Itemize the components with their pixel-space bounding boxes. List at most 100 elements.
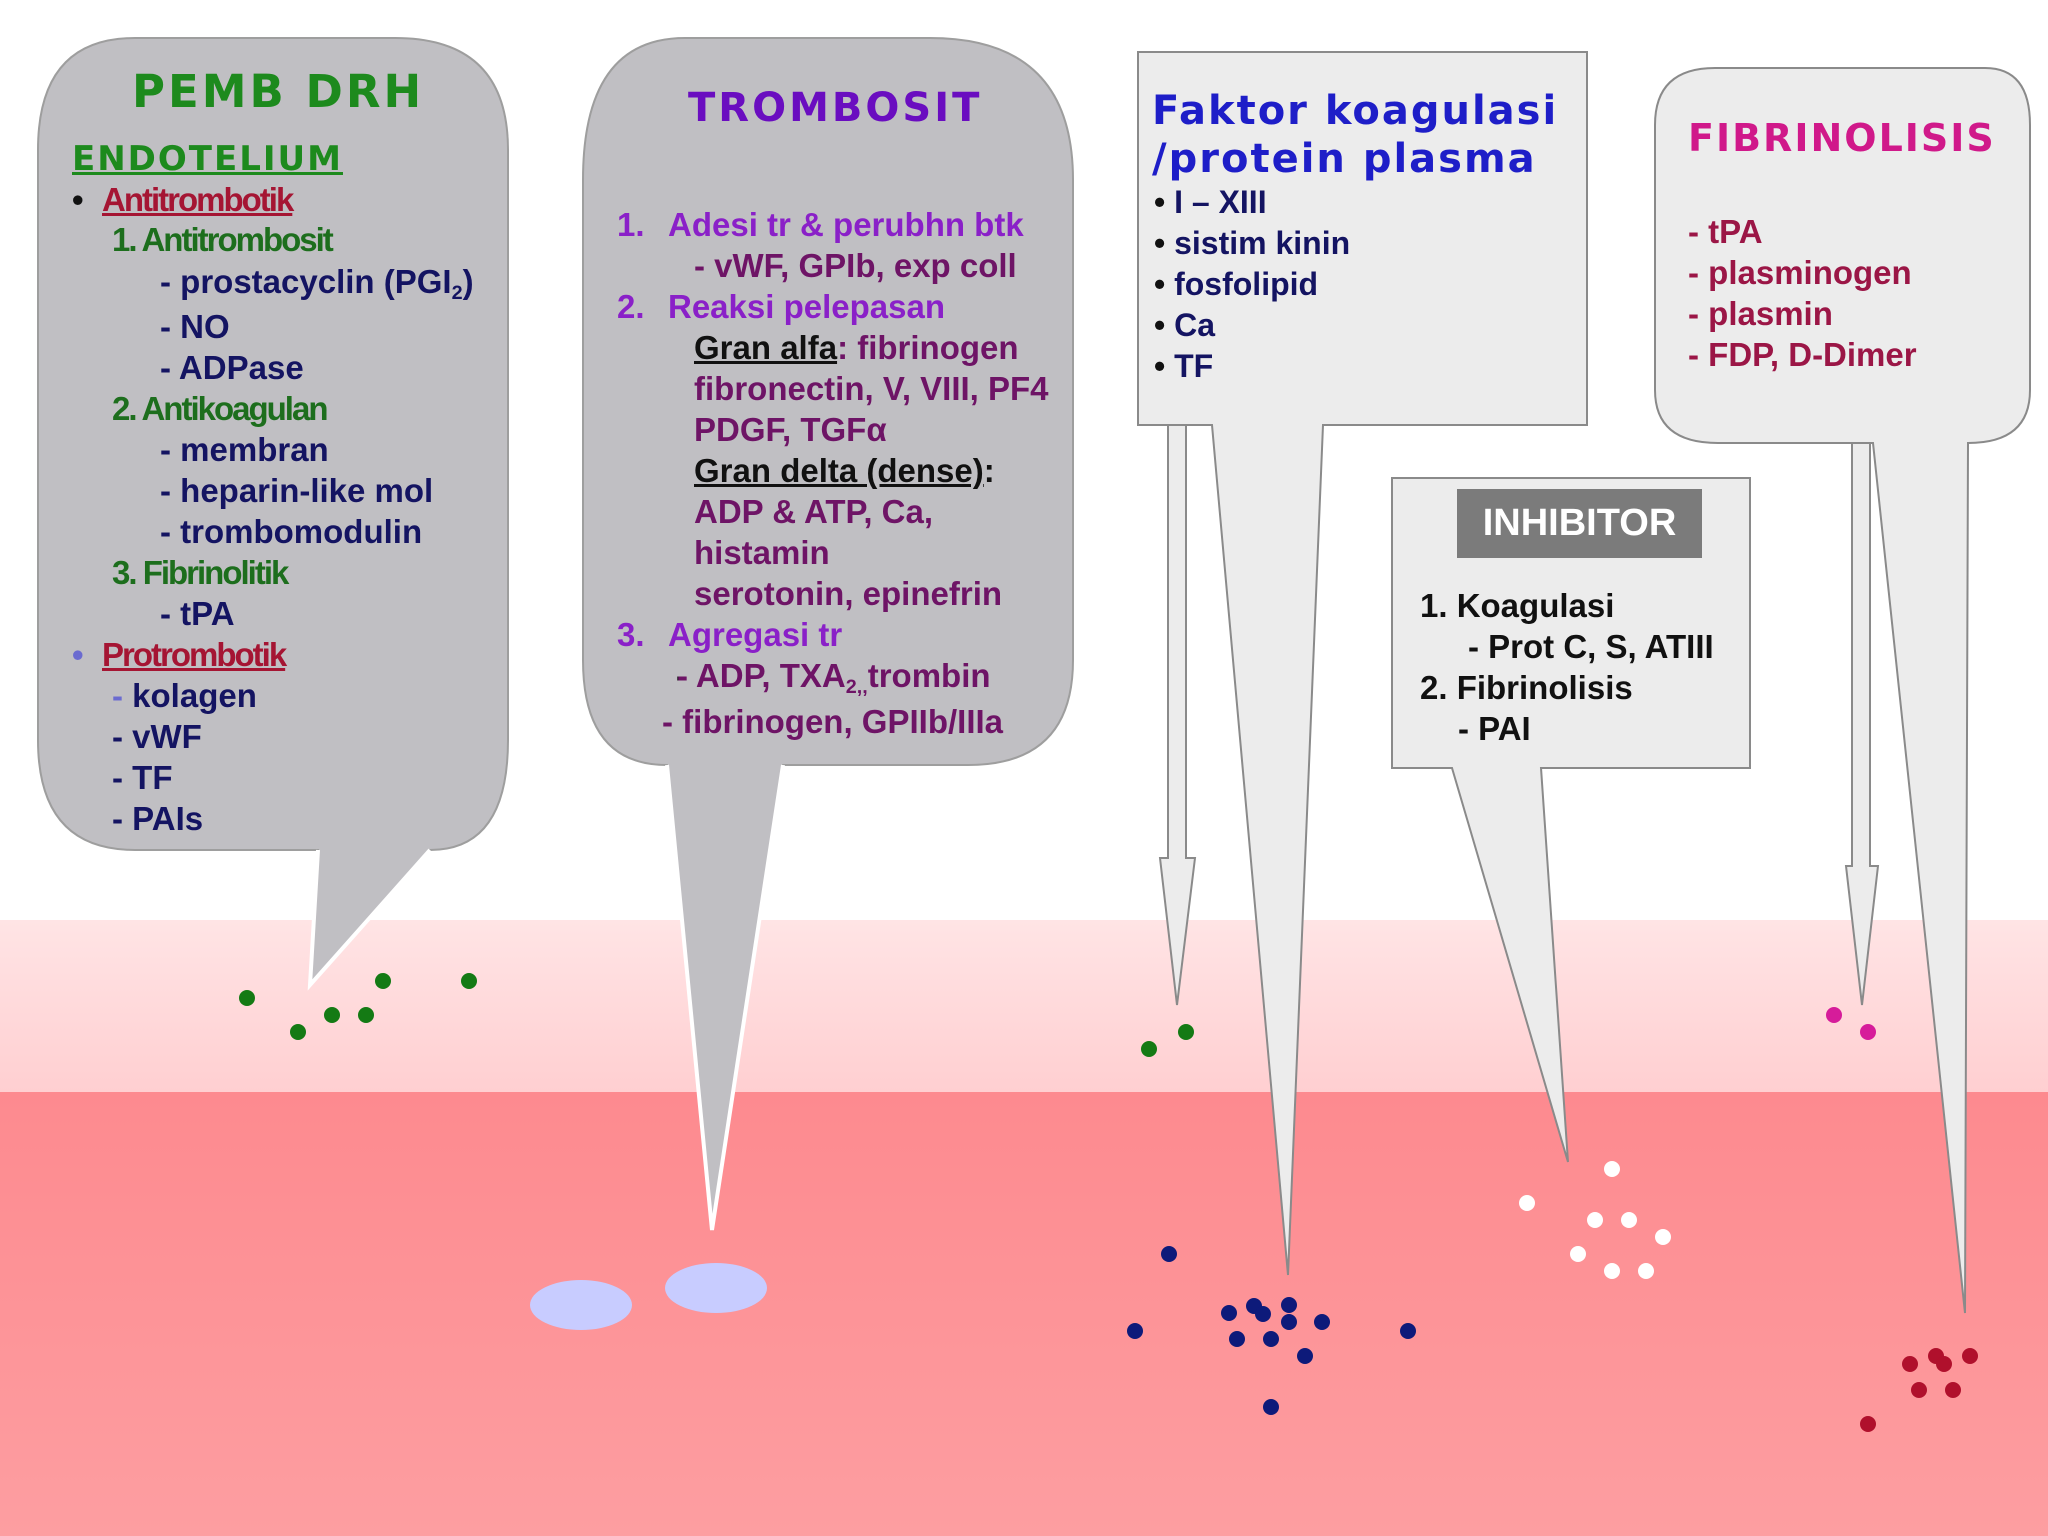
green-dot	[375, 973, 391, 989]
dash: -	[112, 718, 123, 755]
fibrinolisis-item-1: - tPA	[1688, 213, 1763, 250]
trombomodulin-item: - trombomodulin	[160, 513, 423, 550]
red-dot	[1936, 1356, 1952, 1372]
inhibitor-line-1: 1. Koagulasi	[1420, 587, 1615, 624]
gran-alfa-label: Gran alfa	[694, 329, 838, 366]
antitrombotik-heading: Antitrombotik	[102, 181, 294, 218]
gran-delta-label: Gran delta (dense)	[694, 452, 984, 489]
gran-delta-line: Gran delta (dense):	[694, 451, 995, 491]
trombin-text: trombin	[867, 657, 991, 694]
red-dot	[1962, 1348, 1978, 1364]
dash: -	[112, 677, 123, 714]
gran-alfa-line: Gran alfa: fibrinogen	[694, 328, 1019, 368]
green-dot	[358, 1007, 374, 1023]
bullet: •	[1154, 307, 1166, 343]
endotelium-title: PEMB DRH	[132, 65, 425, 118]
prostacyclin-subscript: 2	[451, 282, 463, 304]
adesi-number: 1.	[617, 206, 645, 243]
platelet-cell	[530, 1280, 632, 1330]
dash: -	[112, 800, 123, 837]
navy-dot	[1297, 1348, 1313, 1364]
white-dot	[1655, 1229, 1671, 1245]
tf-text: TF	[132, 759, 173, 796]
antitrombotik-bullet: •	[72, 181, 84, 218]
magenta-dot	[1826, 1007, 1842, 1023]
faktor-item-text: I – XIII	[1174, 184, 1267, 220]
red-dot	[1902, 1356, 1918, 1372]
faktor-title-line2: /protein plasma	[1152, 136, 1537, 182]
adesi-detail: - vWF, GPIb, exp coll	[694, 247, 1017, 284]
faktor-arrow	[1158, 424, 1197, 1006]
protrombotik-bullet: •	[72, 636, 84, 673]
pdgf-line: PDGF, TGFα	[694, 411, 887, 448]
fibrinolisis-callout-shape	[1654, 67, 2031, 1314]
navy-dot	[1314, 1314, 1330, 1330]
faktor-item-text: Ca	[1174, 307, 1215, 343]
platelet-cell	[665, 1263, 767, 1313]
no-item: - NO	[160, 308, 230, 345]
adp-atp-line: ADP & ATP, Ca,	[694, 493, 934, 530]
txa-text: - ADP, TXA	[677, 657, 846, 694]
green-dot	[1178, 1024, 1194, 1040]
membran-item: - membran	[160, 431, 329, 468]
navy-dot	[1400, 1323, 1416, 1339]
fibrinolisis-item-3: - plasmin	[1688, 295, 1833, 332]
gran-delta-colon: :	[983, 452, 995, 489]
agregasi-number: 3.	[617, 616, 645, 653]
vwf-text: vWF	[132, 718, 202, 755]
adpase-item: - ADPase	[160, 349, 304, 386]
inhibitor-line-4: - PAI	[1458, 710, 1531, 747]
inhibitor-callout-shape	[1391, 477, 1751, 1163]
prostacyclin-text: - prostacyclin (PGI	[160, 263, 452, 300]
vessel-lumen	[0, 1092, 2048, 1536]
fibronectin-line: fibronectin, V, VIII, PF4	[694, 370, 1049, 407]
tpa-item: - tPA	[160, 595, 235, 632]
tf-item: - TF	[112, 758, 173, 798]
faktor-item-text: TF	[1174, 348, 1214, 384]
faktor-item-1: • I – XIII	[1154, 182, 1267, 222]
faktor-item-text: sistim kinin	[1174, 225, 1351, 261]
agregasi-heading: Agregasi tr	[668, 616, 843, 653]
faktor-item-2: • sistim kinin	[1154, 223, 1350, 263]
faktor-title-line1: Faktor koagulasi	[1152, 88, 1559, 134]
bullet: •	[1154, 225, 1166, 261]
heparin-item: - heparin-like mol	[160, 472, 434, 509]
faktor-item-5: • TF	[1154, 346, 1213, 386]
gran-alfa-rest: : fibrinogen	[837, 329, 1019, 366]
txa-subscript: 2	[845, 676, 857, 698]
antikoagulan-heading: 2. Antikoagulan	[112, 390, 328, 427]
fibrinolisis-title: FIBRINOLISIS	[1688, 116, 1996, 160]
faktor-item-4: • Ca	[1154, 305, 1215, 345]
white-dot	[1638, 1263, 1654, 1279]
inhibitor-badge: INHIBITOR	[1457, 489, 1702, 558]
navy-dot	[1281, 1297, 1297, 1313]
navy-dot	[1161, 1246, 1177, 1262]
red-dot	[1911, 1382, 1927, 1398]
navy-dot	[1263, 1399, 1279, 1415]
txa-dash: -	[676, 657, 687, 694]
white-dot	[1621, 1212, 1637, 1228]
green-dot	[324, 1007, 340, 1023]
fibrinogen-gp-line: - fibrinogen, GPIIb/IIIa	[662, 703, 1004, 740]
white-dot	[1604, 1263, 1620, 1279]
kolagen-text: kolagen	[132, 677, 257, 714]
red-dot	[1945, 1382, 1961, 1398]
white-dot	[1587, 1212, 1603, 1228]
fibrinolisis-item-4: - FDP, D-Dimer	[1688, 336, 1917, 373]
bullet: •	[1154, 184, 1166, 220]
green-dot	[239, 990, 255, 1006]
kolagen-item: - kolagen	[112, 676, 257, 716]
white-dot	[1604, 1161, 1620, 1177]
faktor-callout-shape	[1137, 51, 1588, 1276]
serotonin-line: serotonin, epinefrin	[694, 575, 1003, 612]
white-dot	[1519, 1195, 1535, 1211]
histamin-line: histamin	[694, 534, 830, 571]
inhibitor-line-3: 2. Fibrinolisis	[1420, 669, 1633, 706]
antitrombosit-heading: 1. Antitrombosit	[112, 221, 334, 258]
faktor-item-3: • fosfolipid	[1154, 264, 1318, 304]
navy-dot	[1255, 1306, 1271, 1322]
bullet: •	[1154, 348, 1166, 384]
faktor-item-text: fosfolipid	[1174, 266, 1319, 302]
navy-dot	[1263, 1331, 1279, 1347]
